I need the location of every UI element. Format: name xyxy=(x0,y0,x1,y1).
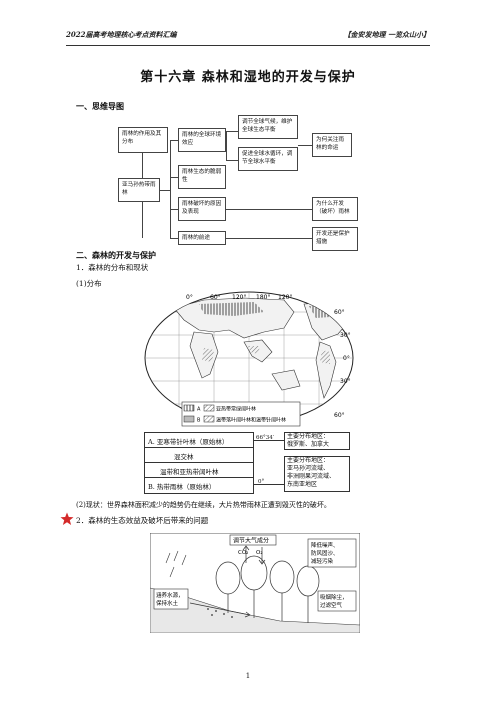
belt-row-taiga: A. 亚寒带针叶林（原始林） xyxy=(148,438,229,446)
map-lat-30n: 30° xyxy=(340,332,351,339)
mindmap-link-whydev xyxy=(226,209,312,210)
belt-note-tropic-line1: 亚马孙河流域、 xyxy=(287,465,330,472)
belt-row-rainforest: B. 热带雨林（原始林） xyxy=(148,483,216,491)
map-lat-60n: 60° xyxy=(334,309,345,316)
eco-label-co2: CO₂ xyxy=(238,550,248,556)
eco-label-dust: 吸烟除尘，过滤空气 xyxy=(320,593,348,609)
node-destroy: 雨林破坏的原因及表现 xyxy=(178,197,226,221)
belt-frame xyxy=(144,432,254,494)
map-lon-180: 180° xyxy=(256,294,270,301)
belt-connector-1 xyxy=(254,440,284,441)
node-cycle: 促进全球水循环，调节全球水平衡 xyxy=(238,147,298,171)
mindmap-link-env xyxy=(170,140,178,141)
node-fragile: 雨林生态的脆弱性 xyxy=(178,165,226,189)
eco-label-air: 调节大气成分 xyxy=(233,537,269,545)
belt-divider-1 xyxy=(144,447,254,448)
mindmap-link-future xyxy=(170,238,178,239)
soil-dots xyxy=(207,608,233,618)
flow-arrows xyxy=(189,545,266,618)
rain-lines xyxy=(165,550,187,578)
mindmap-link-fragile xyxy=(170,177,178,178)
map-lon-120e: 120° xyxy=(232,294,246,301)
forest-belt-diagram: A. 亚寒带针叶林（原始林） 混交林 温带和亚热带阔叶林 B. 热带雨林（原始林… xyxy=(144,432,354,494)
belt-note-tropic-title: 主要分布地区： xyxy=(287,457,330,464)
sub-heading-distribution-a: (1)分布 xyxy=(76,279,102,288)
belt-note-tropic-line2: 非洲刚果河流域、 xyxy=(287,473,336,480)
node-why-develop: 为什么开发（破坏）雨林 xyxy=(312,197,358,221)
node-climate: 调节全球气候，维护全球生态平衡 xyxy=(238,115,298,139)
forest-eco-illustration: 调节大气成分 CO₂ O₂ 降低噪声、防风固沙、减轻污染 涵养水源，保持水土 吸… xyxy=(150,533,360,633)
belt-lat-top: 66°34′ xyxy=(256,435,274,441)
belt-note-north-title: 主要分布地区： xyxy=(287,433,330,440)
legend-a-letter: A xyxy=(197,407,201,413)
mindmap-link-whycare xyxy=(298,145,312,146)
star-icon xyxy=(60,512,74,525)
mindmap-link-climate xyxy=(226,131,238,132)
mindmap-branch-env xyxy=(226,131,227,161)
belt-note-tropic-line3: 东南亚地区 xyxy=(287,481,318,488)
eco-label-water: 涵养水源，保持水土 xyxy=(156,591,184,607)
forest-status-text: (2)现状：世界森林面积减少的趋势仍在继续，大片热带雨林正遭到毁灭性的破坏。 xyxy=(76,501,331,509)
mindmap-link-cycle xyxy=(226,160,238,161)
section-heading-forest: 二、森林的开发与保护 xyxy=(76,250,156,260)
section-heading-mindmap: 一、思维导图 xyxy=(76,101,124,111)
header-divider xyxy=(66,45,430,46)
map-lat-60s: 60° xyxy=(334,412,345,419)
mindmap-trunk-mid xyxy=(170,140,171,238)
node-develop-or-protect: 开发还是保护措施 xyxy=(312,227,358,251)
map-lon-120w: 120° xyxy=(278,294,292,301)
trees xyxy=(215,555,320,623)
map-lat-0: 0° xyxy=(343,355,350,362)
mindmap-link-amazon xyxy=(159,190,170,191)
belt-divider-2 xyxy=(144,462,254,463)
legend-b-letter: B xyxy=(197,418,201,424)
mindmap-link-destroy xyxy=(170,209,178,210)
node-why-care: 为何关注雨林的命运 xyxy=(312,133,352,157)
header-right: 【金安发地理 一览众山小】 xyxy=(343,30,430,39)
belt-note-north: 主要分布地区： 俄罗斯、加拿大 xyxy=(284,432,350,450)
legend-b-text: 温带落叶阔叶林和温带针阔叶林 xyxy=(216,417,286,424)
header-left: 2022届高考地理核心考点资料汇编 xyxy=(66,30,177,39)
map-lon-0: 0° xyxy=(186,294,193,301)
legend-a-text: 亚热带常绿阔叶林 xyxy=(216,406,256,413)
node-amazon: 亚马孙热带雨林 xyxy=(118,178,160,202)
node-env-effect: 雨林的全球环境效应 xyxy=(178,128,226,152)
eco-label-noise: 降低噪声、防风固沙、减轻污染 xyxy=(311,541,339,565)
node-future: 雨林的前途 xyxy=(178,231,226,245)
world-forest-map: 0° 60° 120° 180° 120° 60° 30° 0° 30° 60°… xyxy=(144,291,354,427)
eco-label-o2: O₂ xyxy=(256,550,263,556)
map-legend: A 亚热带常绿阔叶林 B 温带落叶阔叶林和温带针阔叶林 xyxy=(181,401,301,427)
sub-heading-eco-benefit: 2．森林的生态效益及破坏后带来的问题 xyxy=(76,516,209,525)
belt-note-tropic: 主要分布地区： 亚马孙河流域、 非洲刚果河流域、 东南亚地区 xyxy=(284,456,350,492)
map-lon-60e: 60° xyxy=(210,294,221,301)
belt-lat-bottom: 0° xyxy=(258,479,265,485)
map-lat-30s: 30° xyxy=(340,378,351,385)
slope-ground xyxy=(150,587,360,633)
belt-row-mixed: 混交林 xyxy=(174,453,194,461)
mindmap-link-devprotect xyxy=(226,238,312,239)
belt-note-north-text: 俄罗斯、加拿大 xyxy=(287,441,330,448)
sub-heading-distribution: 1．森林的分布和现状 xyxy=(76,263,149,272)
page-number: 1 xyxy=(245,672,251,680)
node-role: 雨林的作用及其分布 xyxy=(118,127,168,153)
page-title: 第十六章 森林和湿地的开发与保护 xyxy=(140,70,356,85)
belt-row-broadleaf: 温带和亚热带阔叶林 xyxy=(160,468,219,476)
belt-divider-3 xyxy=(144,477,254,478)
belt-connector-2 xyxy=(254,484,284,485)
